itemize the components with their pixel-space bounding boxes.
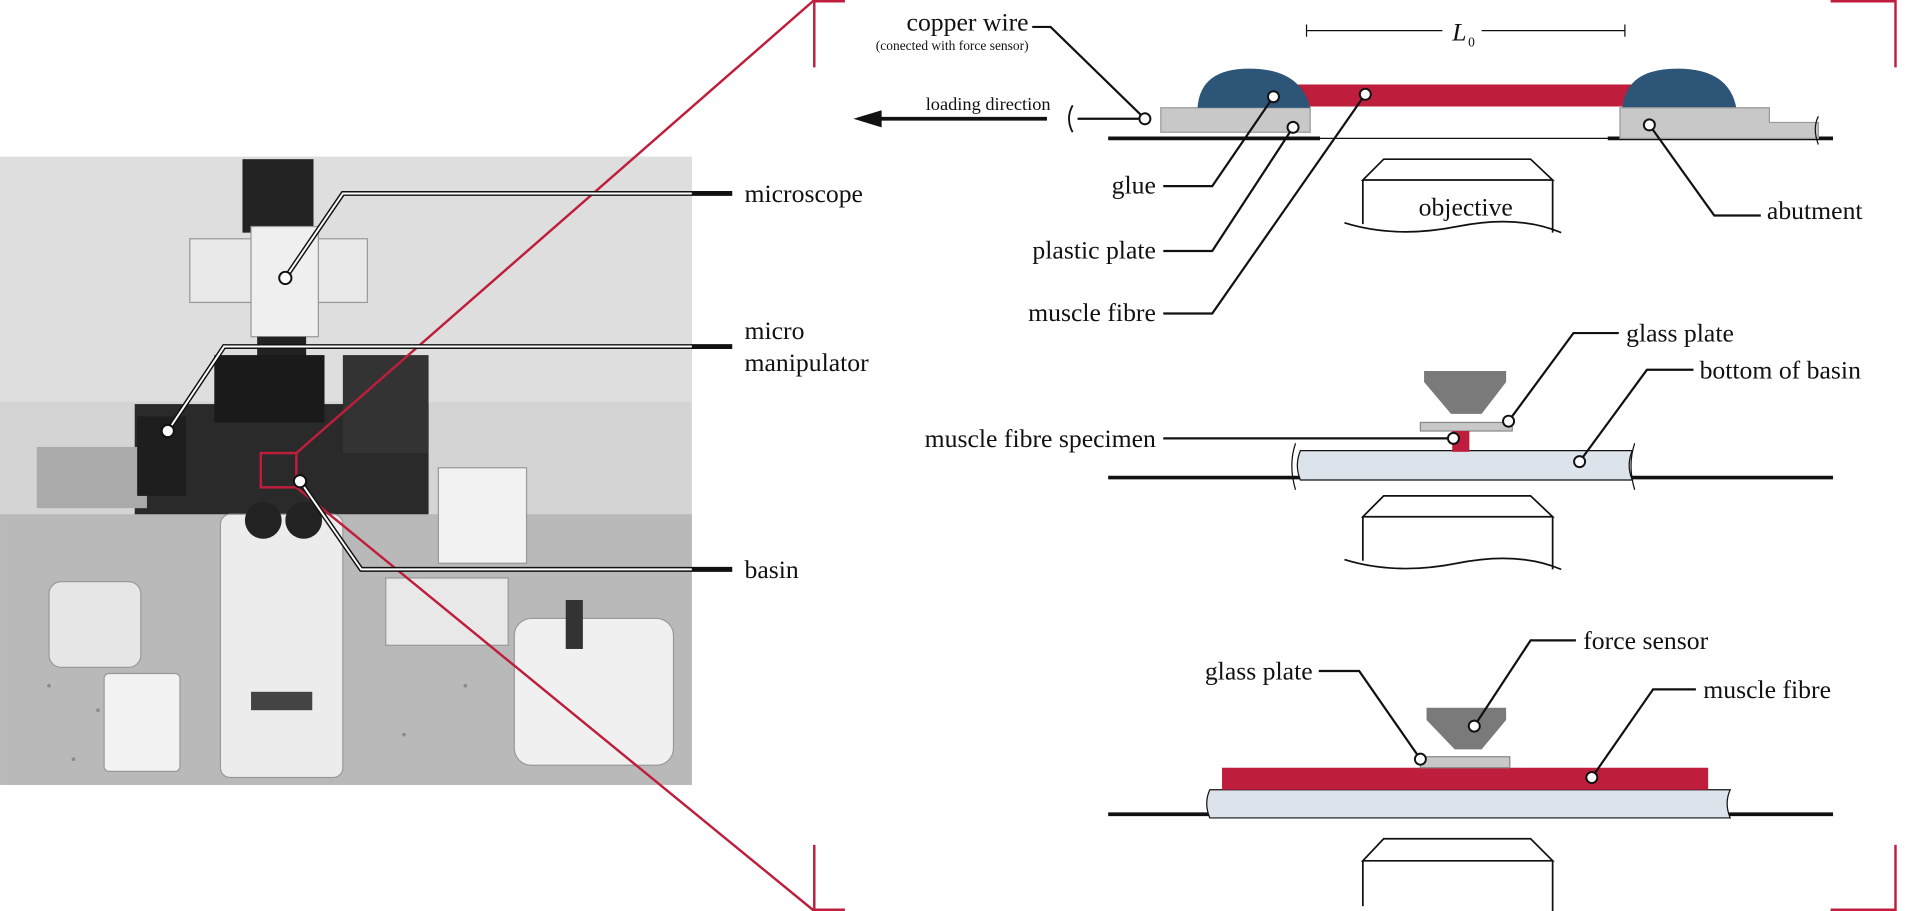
label-plastic-plate: plastic plate	[1032, 235, 1155, 264]
micromanipulator-marker	[160, 423, 175, 439]
label-force-sensor: force sensor	[1583, 626, 1708, 655]
label-muscle-fibre-specimen: muscle fibre specimen	[925, 424, 1156, 453]
label-muscle-fibre-bottom: muscle fibre	[1703, 675, 1831, 704]
basin-marker	[292, 474, 308, 489]
force-sensor	[1426, 707, 1507, 750]
label-length-subscript: 0	[1468, 35, 1475, 50]
muscle-fibre	[1297, 84, 1641, 107]
label-copper-wire-note: (conected with force sensor)	[876, 38, 1029, 53]
label-length: L	[1451, 17, 1466, 46]
force-sensor	[1424, 371, 1507, 414]
label-glue: glue	[1112, 170, 1156, 199]
abutment	[1619, 107, 1819, 139]
glue-right	[1622, 68, 1737, 108]
plastic-plate	[1160, 107, 1311, 133]
zoom-indicator	[295, 0, 1897, 911]
label-manipulator: manipulator	[744, 348, 869, 377]
muscle-fibre	[1222, 767, 1709, 790]
label-glass-plate-mid: glass plate	[1626, 319, 1734, 348]
panel-bottom-schematic	[1108, 639, 1834, 911]
label-basin: basin	[744, 555, 798, 584]
label-abutment: abutment	[1767, 196, 1863, 225]
label-microscope: microscope	[744, 179, 862, 208]
panel-middle-schematic	[1108, 331, 1834, 571]
glass-plate	[1419, 421, 1513, 432]
label-micro: micro	[744, 316, 804, 345]
label-objective: objective	[1419, 193, 1513, 222]
basin-bottom	[1206, 789, 1732, 819]
glass-plate	[1419, 756, 1511, 769]
label-loading-direction: loading direction	[926, 94, 1051, 114]
label-bottom-of-basin: bottom of basin	[1700, 355, 1861, 384]
label-glass-plate-bottom: glass plate	[1205, 657, 1313, 686]
microscope-photo	[0, 156, 692, 785]
label-copper-wire: copper wire	[907, 8, 1029, 37]
photo-leaders	[160, 191, 733, 572]
glue-left	[1197, 68, 1311, 108]
label-muscle-fibre: muscle fibre	[1028, 298, 1156, 327]
microscope-marker	[278, 270, 293, 286]
panel-top-schematic	[853, 24, 1834, 315]
